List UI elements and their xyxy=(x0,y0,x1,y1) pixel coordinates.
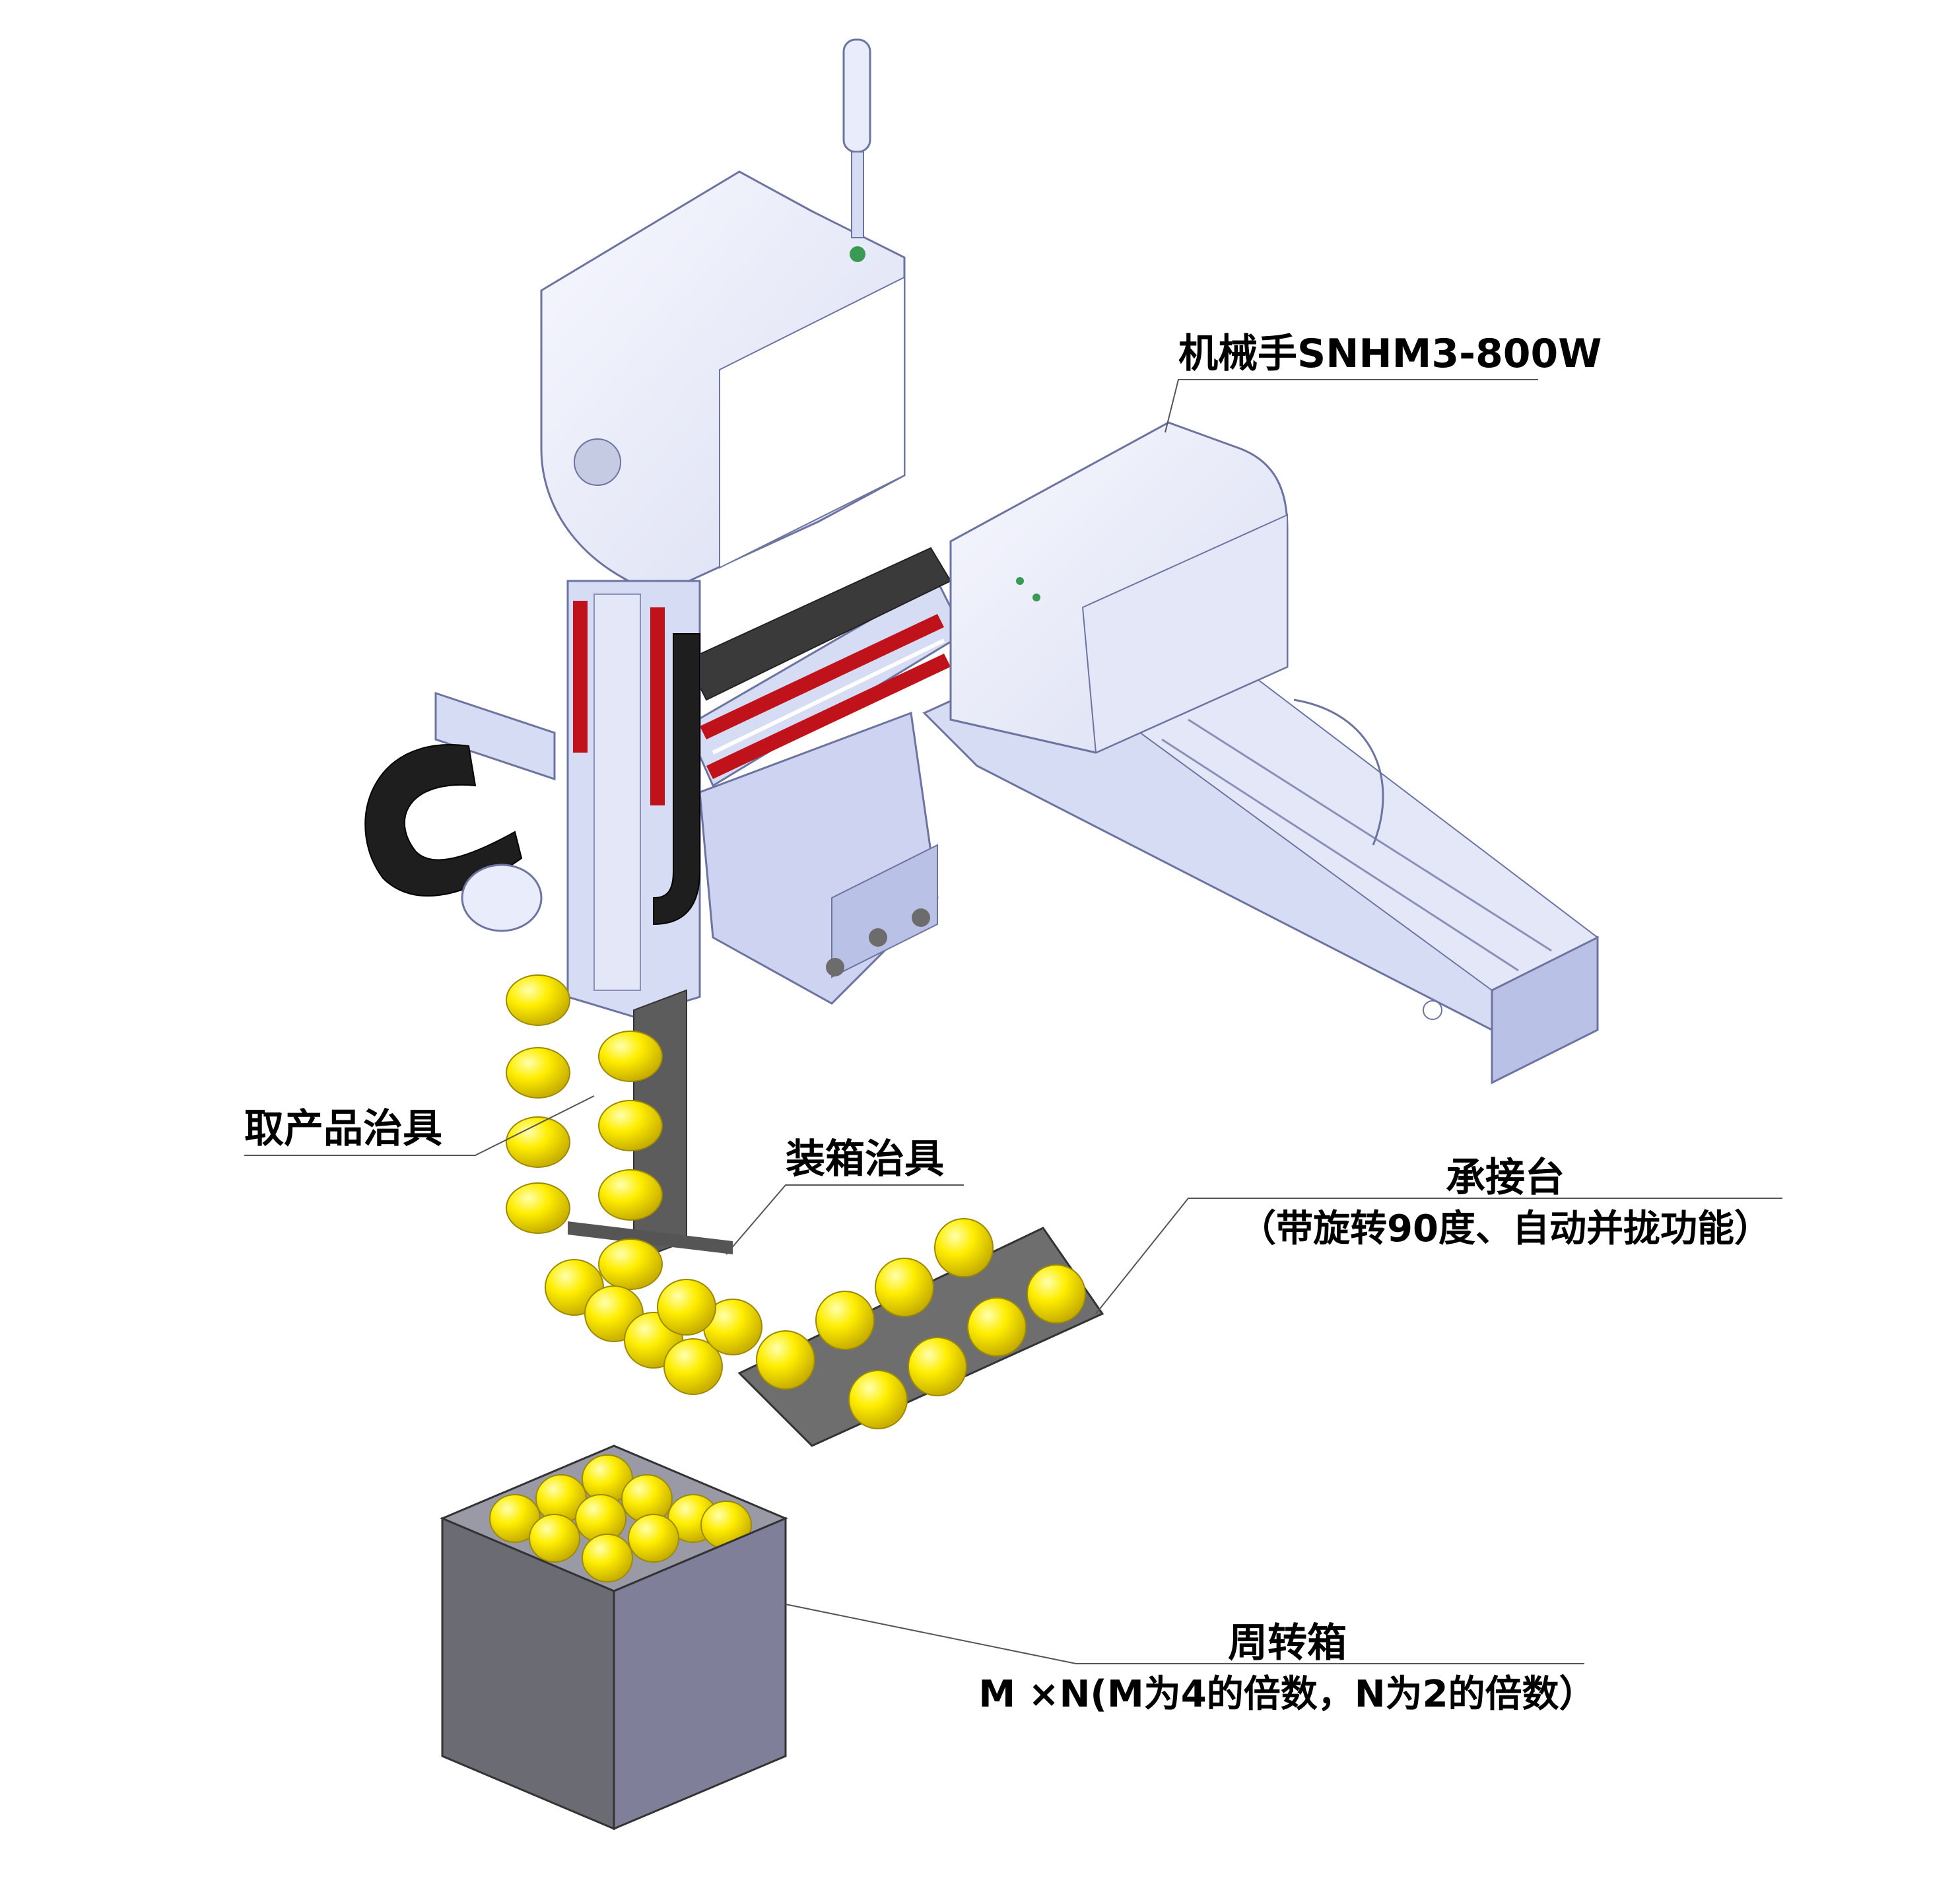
turnover-crate xyxy=(440,1444,788,1831)
box-fixture-label: 装箱治具 xyxy=(786,1136,944,1182)
side-cable-chain xyxy=(364,691,556,932)
platform-title-label: 承接台 xyxy=(1446,1155,1565,1201)
pick-fixture-products xyxy=(506,974,663,1290)
z-axis-column xyxy=(566,580,701,1018)
leader-pick-fixture xyxy=(244,1095,595,1156)
platform-note-label: （带旋转90度、自动并拢功能） xyxy=(1239,1207,1771,1250)
crate-title-label: 周转箱 xyxy=(1228,1620,1347,1666)
pick-fixture-label: 取产品治具 xyxy=(244,1106,442,1152)
crate-products xyxy=(489,1454,752,1582)
leader-box-fixture xyxy=(726,1184,964,1255)
y-axis-beam xyxy=(922,646,1599,1085)
leader-platform xyxy=(1095,1198,1782,1314)
crate-note-label: M ×N(M为4的倍数，N为2的倍数） xyxy=(978,1673,1596,1716)
support-pedestal xyxy=(698,711,939,1005)
robot-label: 机械手SNHM3-800W xyxy=(1178,331,1602,377)
platform-products xyxy=(756,1218,1086,1429)
x-axis-beam xyxy=(685,547,965,788)
packing-fixture-products xyxy=(545,1259,762,1395)
receiving-platform xyxy=(737,1218,1104,1447)
leader-lines xyxy=(244,379,1782,1664)
rear-motor-housing xyxy=(540,38,906,595)
front-motor-housing xyxy=(949,421,1289,754)
leader-crate xyxy=(785,1604,1584,1664)
leader-robot xyxy=(1165,379,1538,433)
